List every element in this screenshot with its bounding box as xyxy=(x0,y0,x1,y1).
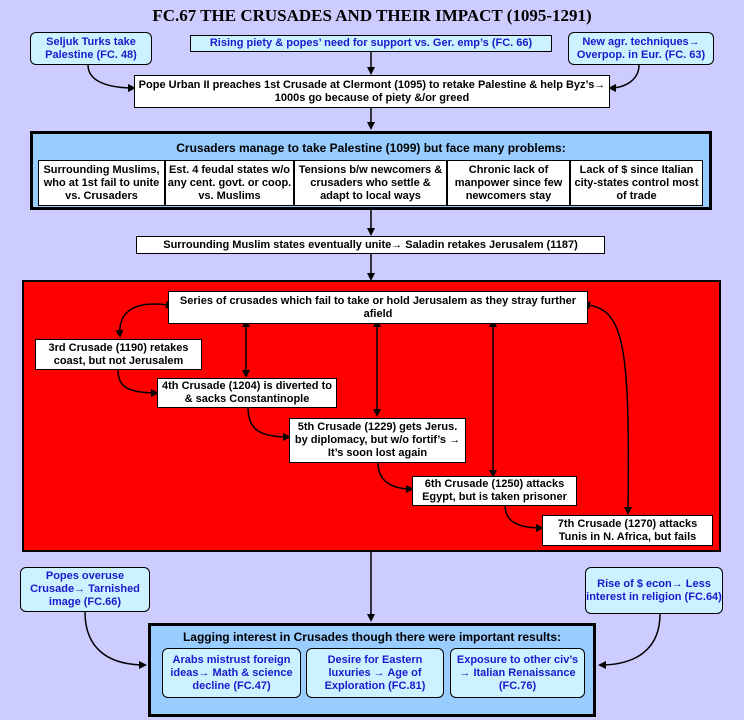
problem-item: Est. 4 feudal states w/o any cent. govt.… xyxy=(165,160,294,206)
page-title: FC.67 THE CRUSADES AND THEIR IMPACT (109… xyxy=(152,6,592,25)
crusade-3-box: 3rd Crusade (1190) retakes coast, but no… xyxy=(35,339,202,370)
popes-overuse-box: Popes overuse Crusade→ Tarnished image (… xyxy=(20,567,150,612)
crusade-4-box: 4th Crusade (1204) is diverted to & sack… xyxy=(157,378,337,408)
crusade-5-box: 5th Crusade (1229) gets Jerus. by diplom… xyxy=(289,418,466,463)
urban-crusade-box: Pope Urban II preaches 1st Crusade at Cl… xyxy=(134,75,610,108)
result-item: Desire for Eastern luxuries → Age of Exp… xyxy=(306,648,444,698)
cause-seljuk-box: Seljuk Turks take Palestine (FC. 48) xyxy=(30,32,152,65)
money-economy-box: Rise of $ econ→ Less interest in religio… xyxy=(585,567,723,614)
result-item: Arabs mistrust foreign ideas→ Math & sci… xyxy=(162,648,301,698)
result-item: Exposure to other civ’s → Italian Renais… xyxy=(450,648,585,698)
series-crusades-box: Series of crusades which fail to take or… xyxy=(168,291,588,324)
cause-agriculture-box: New agr. techniques→ Overpop. in Eur. (F… xyxy=(568,32,714,65)
problem-item: Chronic lack of manpower since few newco… xyxy=(447,160,570,206)
saladin-box: Surrounding Muslim states eventually uni… xyxy=(136,236,605,254)
problem-item: Tensions b/w newcomers & crusaders who s… xyxy=(294,160,447,206)
problem-item: Lack of $ since Italian city-states cont… xyxy=(570,160,703,206)
results-header: Lagging interest in Crusades though ther… xyxy=(182,629,562,644)
crusade-6-box: 6th Crusade (1250) attacks Egypt, but is… xyxy=(412,476,577,506)
cause-piety-box: Rising piety & popes’ need for support v… xyxy=(190,35,552,52)
problem-item: Surrounding Muslims, who at 1st fail to … xyxy=(38,160,165,206)
problems-header: Crusaders manage to take Palestine (1099… xyxy=(176,140,566,155)
crusade-7-box: 7th Crusade (1270) attacks Tunis in N. A… xyxy=(542,515,713,546)
